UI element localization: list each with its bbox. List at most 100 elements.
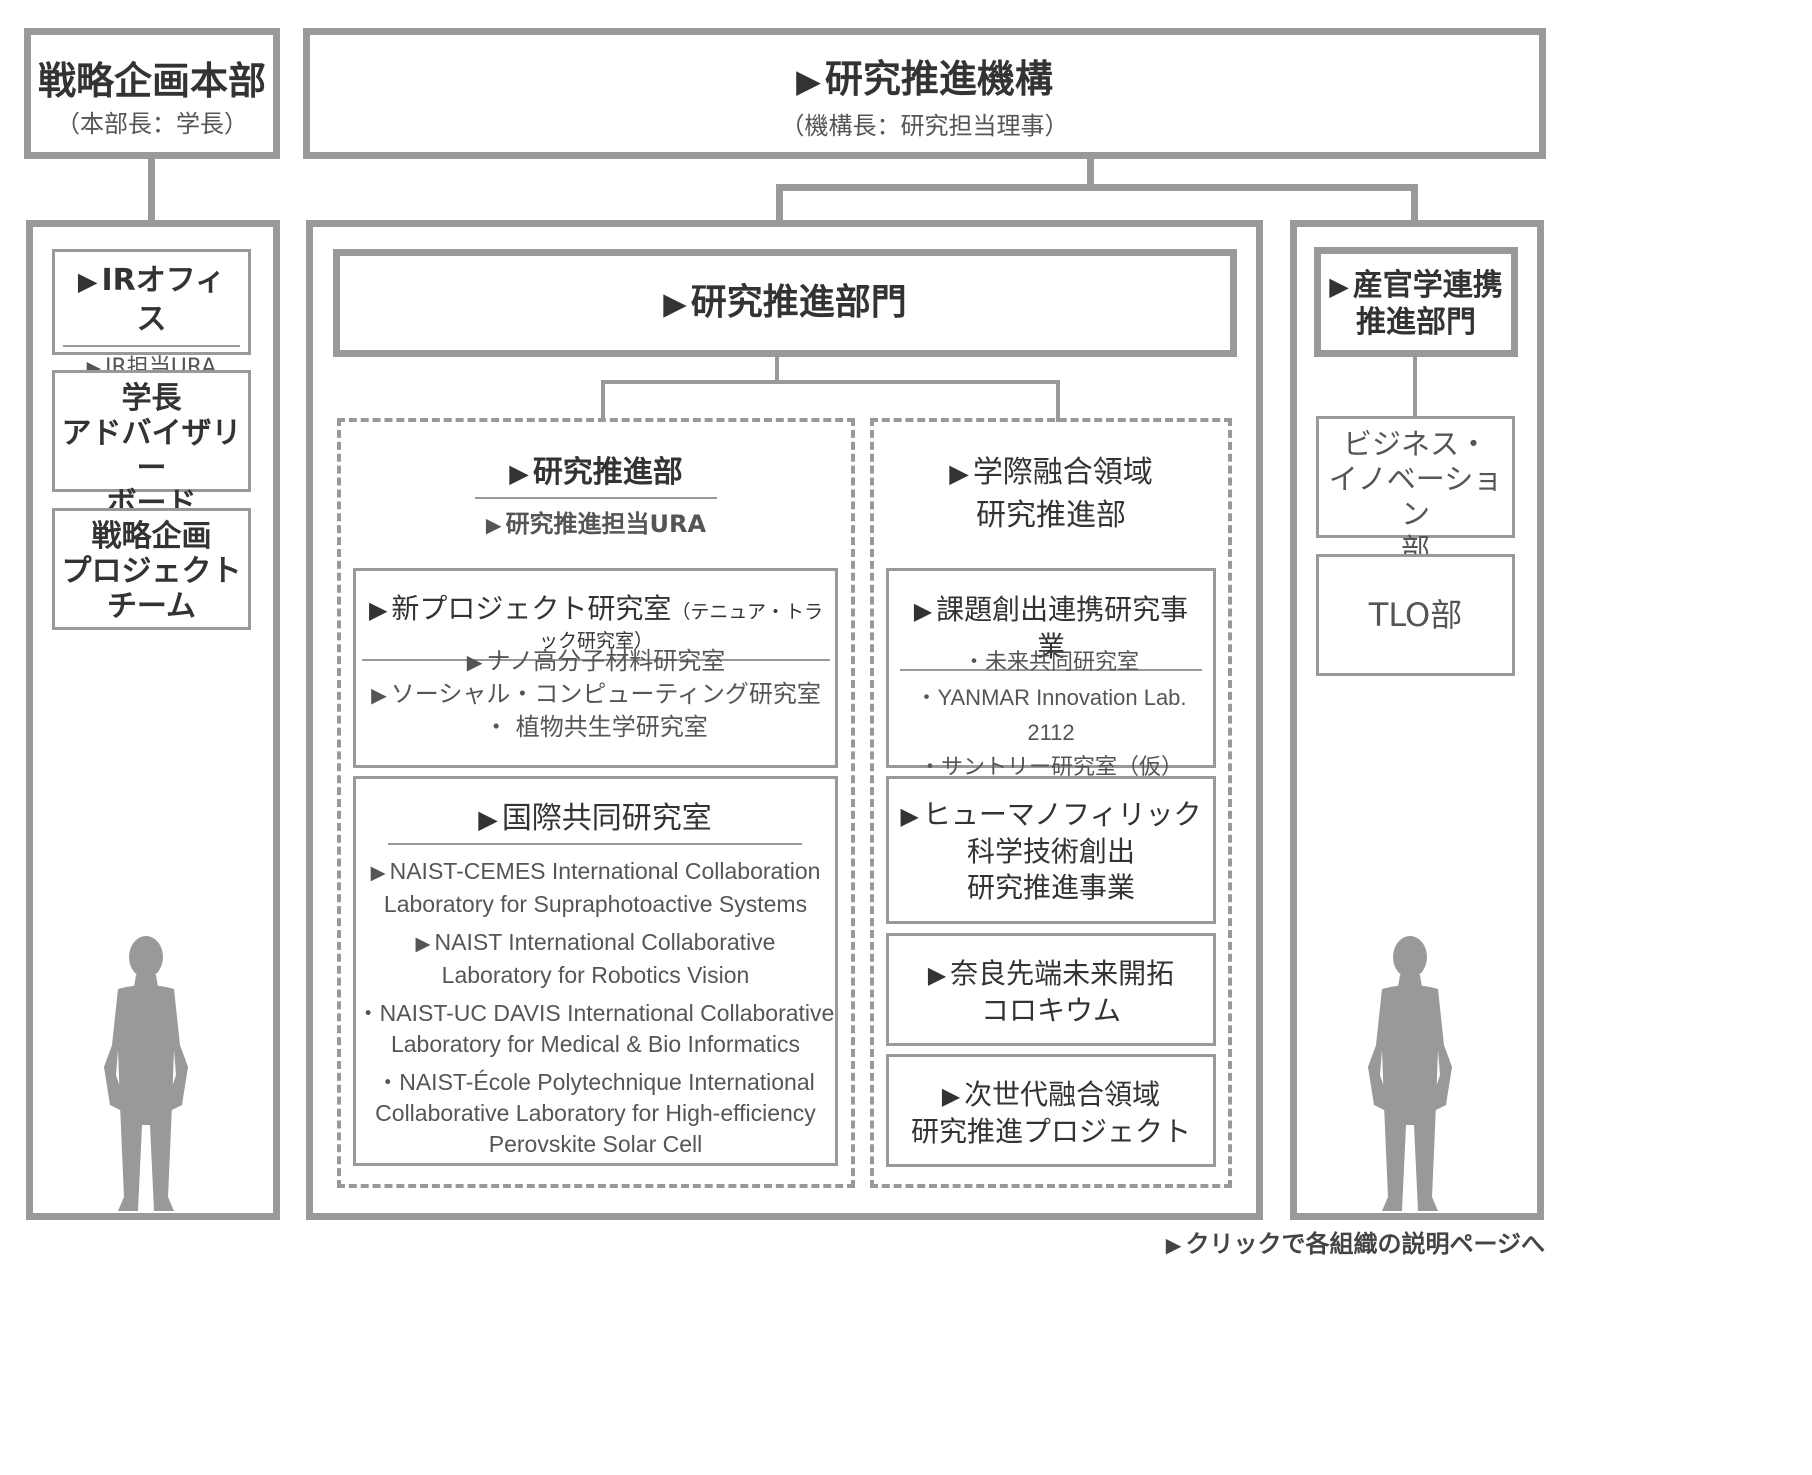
- humanophilic-box[interactable]: ▶ヒューマノフィリック 科学技術創出 研究推進事業: [886, 776, 1216, 924]
- naist-polytechnique-lab: ・NAIST-École Polytechnique International…: [356, 1067, 835, 1160]
- colloquium-box[interactable]: ▶奈良先端未来開拓 コロキウム: [886, 933, 1216, 1046]
- business-innovation-box[interactable]: ビジネス・ イノベーション 部: [1316, 416, 1515, 566]
- industry-div-line-2: 推進部門: [1356, 305, 1476, 340]
- naist-robotics-lab-link[interactable]: ▶NAIST International Collaborative Labor…: [356, 927, 835, 991]
- new-project-title[interactable]: ▶新プロジェクト研究室（テニュア・トラック研究室）: [362, 592, 830, 661]
- intl-lab-label: 国際共同研究室: [501, 801, 712, 836]
- connector-to-research-div: [776, 184, 783, 222]
- research-div-box[interactable]: ▶研究推進部門: [333, 249, 1237, 357]
- social-computing-lab-label: ソーシャル・コンピューティング研究室: [390, 680, 821, 708]
- right-triangle-icon: ▶: [1165, 1233, 1182, 1257]
- right-triangle-icon: ▶: [415, 933, 431, 955]
- interdisciplinary-header[interactable]: ▶学際融合領域 研究推進部: [890, 452, 1212, 537]
- person-silhouette-icon: [1368, 936, 1452, 1211]
- connector-div-down: [775, 356, 779, 382]
- connector-org-down: [1087, 158, 1094, 188]
- right-triangle-icon: ▶: [913, 597, 933, 625]
- right-triangle-icon: ▶: [900, 802, 919, 830]
- strategy-hq-title: 戦略企画本部: [37, 59, 266, 103]
- yanmar-lab-label: ・YANMAR Innovation Lab. 2112: [915, 685, 1187, 745]
- colloquium-text-1: 奈良先端未来開拓: [950, 957, 1175, 990]
- right-triangle-icon: ▶: [370, 862, 386, 884]
- naist-cemes-line-2: Laboratory for Supraphotoactive Systems: [383, 891, 808, 917]
- new-project-title-row: ▶新プロジェクト研究室（テニュア・トラック研究室）: [362, 592, 830, 661]
- advisory-line-2: アドバイザリー: [61, 416, 242, 486]
- right-triangle-icon: ▶: [663, 287, 687, 322]
- project-team-line-2: プロジェクト: [61, 554, 242, 589]
- intl-lab-title-row: ▶国際共同研究室: [388, 800, 802, 845]
- humanophilic-line-1: ▶ヒューマノフィリック: [889, 797, 1213, 834]
- colloquium-line-1: ▶奈良先端未来開拓: [889, 956, 1213, 993]
- connector-org-branch: [776, 184, 1418, 191]
- issue-creation-box: [886, 568, 1216, 768]
- right-triangle-icon: ▶: [371, 683, 387, 707]
- next-gen-line-2: 研究推進プロジェクト: [910, 1115, 1191, 1148]
- connector-industry-down: [1413, 356, 1417, 418]
- right-triangle-icon: ▶: [796, 62, 821, 100]
- interdisciplinary-line-1: ▶学際融合領域: [890, 452, 1212, 495]
- next-gen-text-1: 次世代融合領域: [964, 1078, 1161, 1111]
- advisory-line-1: 学長: [121, 381, 182, 416]
- strategy-hq-box[interactable]: 戦略企画本部 （本部長：学長）: [24, 28, 280, 159]
- naist-ucdavis-line-2: Laboratory for Medical & Bio Informatics: [390, 1031, 801, 1057]
- intl-lab-list: ▶NAIST-CEMES International Collaboration…: [356, 856, 835, 1160]
- next-gen-line-1: ▶次世代融合領域: [889, 1077, 1213, 1114]
- humanophilic-line-2: 科学技術創出: [966, 835, 1135, 868]
- research-org-label: 研究推進機構: [824, 57, 1053, 101]
- ir-office-title: ▶IRオフィス: [63, 262, 240, 347]
- nano-polymer-lab-label: ナノ高分子材料研究室: [486, 647, 726, 675]
- humanophilic-line-3: 研究推進事業: [966, 871, 1135, 904]
- promotion-ura-label: 研究推進担当URA: [505, 510, 707, 538]
- interdisciplinary-group: [870, 418, 1232, 1188]
- research-div-label: 研究推進部門: [690, 282, 907, 323]
- naist-cemes-lab-link[interactable]: ▶NAIST-CEMES International Collaboration…: [356, 856, 835, 920]
- right-triangle-icon: ▶: [485, 513, 502, 537]
- social-computing-lab-link[interactable]: ▶ソーシャル・コンピューティング研究室: [362, 678, 830, 711]
- issue-creation-title[interactable]: ▶課題創出連携研究事業: [900, 592, 1202, 671]
- connector-to-interdisciplinary: [1056, 380, 1060, 422]
- industry-div-text-1: 産官学連携: [1352, 268, 1503, 303]
- naist-ucdavis-line-1: ・NAIST-UC DAVIS International Collaborat…: [356, 1000, 835, 1026]
- project-team-box[interactable]: 戦略企画 プロジェクト チーム: [52, 508, 251, 630]
- research-org-box[interactable]: ▶研究推進機構 （機構長：研究担当理事）: [303, 28, 1546, 159]
- connector-strategy: [148, 158, 155, 222]
- promotion-dept-header[interactable]: ▶研究推進部: [475, 454, 717, 499]
- research-org-subtitle: （機構長：研究担当理事）: [780, 112, 1069, 140]
- naist-robotics-line-1: ▶NAIST International Collaborative: [356, 927, 835, 960]
- intl-lab-box: [353, 776, 838, 1166]
- research-div-title: ▶研究推進部門: [340, 282, 1230, 326]
- project-team-line-1: 戦略企画: [91, 519, 212, 554]
- footer-link[interactable]: ▶クリックで各組織の説明ページへ: [1165, 1226, 1545, 1263]
- right-triangle-icon: ▶: [368, 596, 388, 624]
- footer-link-label: クリックで各組織の説明ページへ: [1185, 1230, 1545, 1258]
- promotion-dept-group: [337, 418, 855, 1188]
- naist-cemes-line-1: ▶NAIST-CEMES International Collaboration: [356, 856, 835, 889]
- connector-div-branch: [601, 380, 1060, 384]
- right-triangle-icon: ▶: [77, 267, 98, 297]
- tlo-box[interactable]: TLO部: [1316, 554, 1515, 676]
- naist-polytechnique-line-2: Collaborative Laboratory for High-effici…: [375, 1100, 816, 1126]
- next-gen-box[interactable]: ▶次世代融合領域 研究推進プロジェクト: [886, 1054, 1216, 1167]
- strategy-hq-subtitle: （本部長：学長）: [56, 110, 248, 138]
- right-triangle-icon: ▶: [1329, 272, 1349, 302]
- business-line-2: イノベーション: [1328, 462, 1503, 531]
- new-project-label: 新プロジェクト研究室: [391, 592, 672, 625]
- naist-ucdavis-lab: ・NAIST-UC DAVIS International Collaborat…: [356, 998, 835, 1060]
- business-line-1: ビジネス・: [1342, 427, 1488, 461]
- nano-polymer-lab-link[interactable]: ▶ナノ高分子材料研究室: [362, 645, 830, 678]
- naist-polytechnique-line-3: Perovskite Solar Cell: [488, 1131, 703, 1157]
- naist-cemes-text-1: NAIST-CEMES International Collaboration: [389, 858, 821, 884]
- future-joint-lab-label: ・未来共同研究室: [962, 650, 1139, 675]
- right-triangle-icon: ▶: [466, 650, 483, 674]
- intl-lab-title[interactable]: ▶国際共同研究室: [388, 800, 802, 845]
- suntory-lab-label: ・サントリー研究室（仮）: [918, 755, 1183, 780]
- plant-symbiosis-lab-label: ・ 植物共生学研究室: [484, 713, 708, 741]
- right-triangle-icon: ▶: [927, 961, 947, 989]
- industry-div-box[interactable]: ▶産官学連携 推進部門: [1314, 247, 1518, 357]
- research-org-title: ▶研究推進機構: [310, 57, 1539, 103]
- right-triangle-icon: ▶: [509, 459, 529, 489]
- promotion-ura-link[interactable]: ▶研究推進担当URA: [470, 507, 722, 542]
- colloquium-line-2: コロキウム: [980, 994, 1121, 1027]
- ir-office-box[interactable]: ▶IRオフィス ▶IR担当URA: [52, 249, 251, 380]
- advisory-board-box[interactable]: 学長 アドバイザリー ボード: [52, 370, 251, 521]
